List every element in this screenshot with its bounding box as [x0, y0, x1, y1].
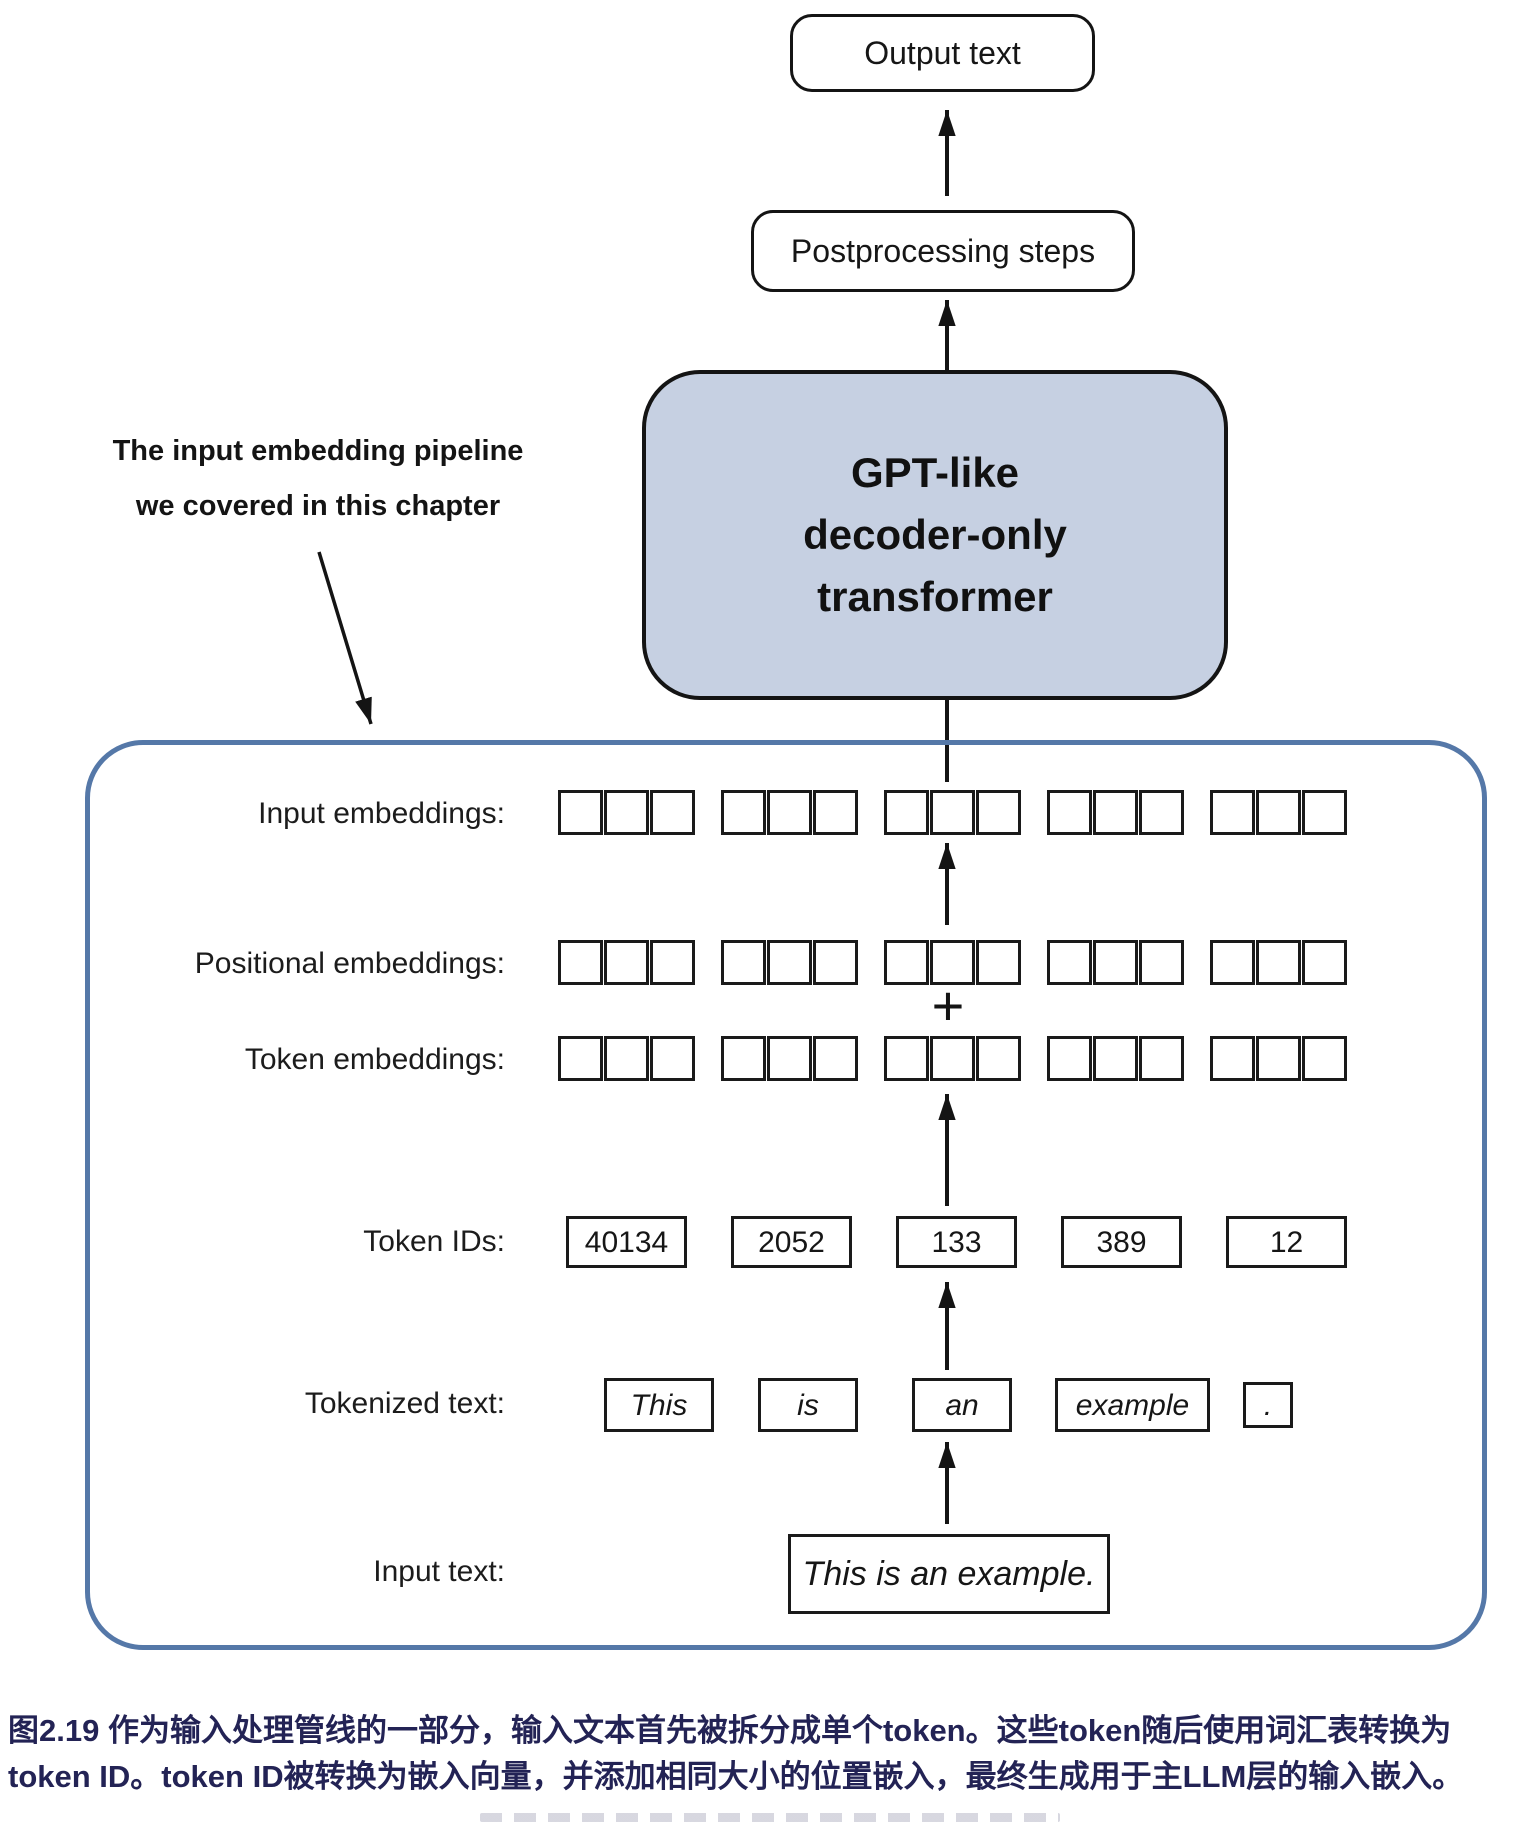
embedding-cell	[1139, 790, 1184, 835]
embedding-cell	[1210, 940, 1255, 985]
embedding-cell	[930, 1036, 975, 1081]
embedding-cell	[1093, 1036, 1138, 1081]
embedding-cell	[813, 1036, 858, 1081]
embedding-cell	[1047, 940, 1092, 985]
embedding-cell	[976, 940, 1021, 985]
token-box: is	[758, 1378, 858, 1432]
token-id-box: 12	[1226, 1216, 1347, 1268]
embedding-cell	[1093, 790, 1138, 835]
positional-embeddings-label: Positional embeddings:	[194, 947, 505, 980]
embedding-cell	[1302, 790, 1347, 835]
embedding-group	[721, 1036, 858, 1081]
embedding-group	[1210, 1036, 1347, 1081]
annotation-line2: we covered in this chapter	[135, 490, 501, 522]
embedding-cell	[930, 790, 975, 835]
token-id-box: 389	[1061, 1216, 1182, 1268]
embedding-cell	[650, 1036, 695, 1081]
input-embeddings-label: Input embeddings:	[258, 797, 505, 830]
embedding-cell	[767, 940, 812, 985]
transformer-box: GPT-like decoder-only transformer	[642, 370, 1228, 700]
embedding-group	[558, 1036, 695, 1081]
annotation-line1: The input embedding pipeline	[112, 435, 524, 467]
embedding-cell	[767, 790, 812, 835]
embedding-cell	[1139, 940, 1184, 985]
embedding-group	[721, 790, 858, 835]
embedding-cell	[1302, 1036, 1347, 1081]
embedding-cell	[976, 1036, 1021, 1081]
token-id-box: 2052	[731, 1216, 852, 1268]
positional-embeddings-row	[558, 940, 1347, 985]
embedding-cell	[1210, 1036, 1255, 1081]
embedding-cell	[930, 940, 975, 985]
embedding-cell	[558, 1036, 603, 1081]
annotation-note: The input embedding pipeline we covered …	[88, 424, 548, 534]
embedding-cell	[721, 1036, 766, 1081]
embedding-cell	[1302, 940, 1347, 985]
token-id-box: 40134	[566, 1216, 687, 1268]
token-id-box: 133	[896, 1216, 1017, 1268]
token-box: example	[1055, 1378, 1210, 1432]
token-ids-label: Token IDs:	[363, 1225, 505, 1258]
embedding-cell	[1139, 1036, 1184, 1081]
embedding-cell	[813, 940, 858, 985]
embedding-group	[1210, 790, 1347, 835]
embedding-cell	[884, 940, 929, 985]
token-box: This	[604, 1378, 714, 1432]
embedding-cell	[650, 790, 695, 835]
transformer-box-line2: decoder-only	[803, 511, 1067, 558]
embedding-cell	[884, 790, 929, 835]
postprocessing-box: Postprocessing steps	[751, 210, 1135, 292]
input-text-box: This is an example.	[788, 1534, 1110, 1614]
output-text-box: Output text	[790, 14, 1095, 92]
embedding-group	[558, 940, 695, 985]
embedding-cell	[604, 1036, 649, 1081]
embedding-cell	[813, 790, 858, 835]
transformer-box-line1: GPT-like	[850, 449, 1020, 496]
embedding-cell	[884, 1036, 929, 1081]
input-embeddings-row	[558, 790, 1347, 835]
embedding-group	[1047, 790, 1184, 835]
embedding-cell	[1256, 790, 1301, 835]
token-embeddings-row	[558, 1036, 1347, 1081]
embedding-group	[884, 1036, 1021, 1081]
token-embeddings-label: Token embeddings:	[244, 1043, 505, 1076]
embedding-cell	[976, 790, 1021, 835]
embedding-group	[884, 790, 1021, 835]
embedding-cell	[1210, 790, 1255, 835]
cropped-text-sliver	[480, 1813, 1060, 1822]
tokenized-text-label: Tokenized text:	[304, 1387, 505, 1420]
token-box: an	[912, 1378, 1012, 1432]
embedding-cell	[767, 1036, 812, 1081]
embedding-cell	[558, 790, 603, 835]
embedding-cell	[721, 790, 766, 835]
annotation-pointer-arrow	[317, 551, 373, 725]
embedding-cell	[1093, 940, 1138, 985]
embedding-cell	[1047, 790, 1092, 835]
embedding-group	[1047, 940, 1184, 985]
embedding-cell	[1047, 1036, 1092, 1081]
embedding-cell	[604, 940, 649, 985]
embedding-group	[884, 940, 1021, 985]
embedding-cell	[604, 790, 649, 835]
plus-sign: +	[931, 974, 965, 1037]
embedding-cell	[1256, 940, 1301, 985]
token-box: .	[1243, 1382, 1293, 1428]
transformer-box-line3: transformer	[817, 573, 1053, 620]
caption-line2: token ID。token ID被转换为嵌入向量，并添加相同大小的位置嵌入，最…	[8, 1759, 1464, 1794]
pipeline-box	[85, 740, 1487, 1650]
embedding-cell	[650, 940, 695, 985]
embedding-group	[721, 940, 858, 985]
embedding-cell	[1256, 1036, 1301, 1081]
embedding-group	[1047, 1036, 1184, 1081]
caption-line1: 图2.19 作为输入处理管线的一部分，输入文本首先被拆分成单个token。这些t…	[8, 1713, 1452, 1748]
input-text-label: Input text:	[373, 1555, 505, 1588]
embedding-group	[558, 790, 695, 835]
embedding-cell	[558, 940, 603, 985]
embedding-cell	[721, 940, 766, 985]
embedding-group	[1210, 940, 1347, 985]
